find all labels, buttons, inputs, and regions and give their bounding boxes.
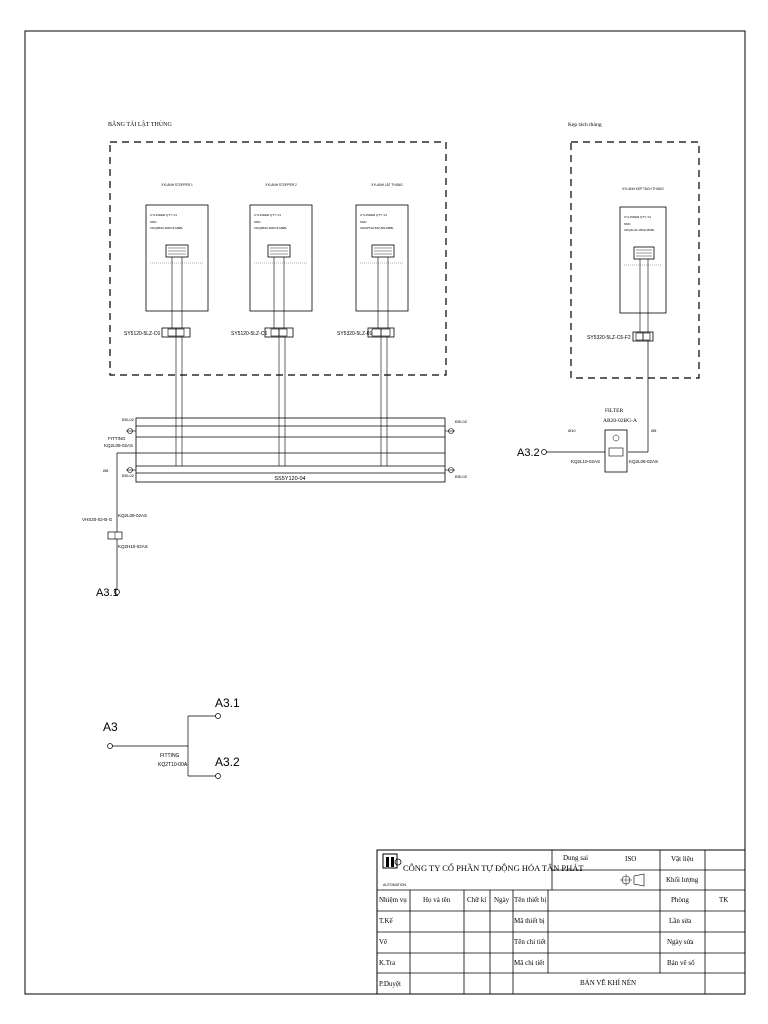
projection-symbol-icon [620, 873, 645, 887]
cylinder-frame [249, 204, 313, 312]
filter-model: AR20-02BG-A [603, 418, 637, 424]
svg-text:Dung sai: Dung sai [563, 854, 588, 862]
filter-supply-branch: A3.2 FILTER AR20-02BG-A Ø10 Ø8 KQ2L10-02… [517, 341, 658, 473]
port-size-label: Ø10 [568, 428, 576, 433]
fitting-label: FITTING [108, 436, 126, 441]
svg-text:T.Kế: T.Kế [379, 917, 394, 925]
svg-text:Chữ kí: Chữ kí [467, 896, 486, 904]
cylinder-spec-brand: SMC [150, 220, 158, 224]
svg-text:Nhiệm vụ: Nhiệm vụ [379, 896, 407, 904]
dashed-box-kep-tach [570, 141, 700, 379]
cylinder-spec-qty: CYLINDER QTY: 01 [254, 213, 281, 217]
svg-text:TK: TK [719, 896, 728, 904]
cylinder-spec-qty: CYLINDER QTY: 01 [360, 213, 387, 217]
fitting-model: KQ2L08-02AS [104, 443, 133, 448]
svg-text:Ngày: Ngày [494, 896, 510, 904]
cylinder-spec-model: CDM2T32-50Z-M9-M9BL [360, 226, 394, 230]
source-label: A3.2 [215, 755, 240, 769]
source-label: A3.1 [215, 696, 240, 710]
fitting-model: KQ2H10-02AS [118, 544, 148, 549]
air-source-icon [541, 449, 547, 455]
company-logo [382, 853, 398, 869]
svg-text:Khối lượng: Khối lượng [666, 876, 699, 884]
valve-model-label: SY5320-5LZ-C6-F2 [587, 335, 631, 341]
port-size-label: Ø8 [651, 428, 657, 433]
air-source-icon [114, 589, 120, 595]
svg-text:P.Duyệt: P.Duyệt [379, 980, 401, 988]
cylinder-frame [355, 204, 409, 312]
bsl-label: BSL02 [455, 474, 468, 479]
bsl-label: BSL02 [122, 417, 135, 422]
svg-text:Tên chi tiết: Tên chi tiết [514, 938, 546, 946]
valve-manifold: BSL02 BSL02 BSL02 BSL02 SS5Y120-04 FITTI… [103, 337, 468, 483]
cylinder-unit-stopper-1: XYLANH STOPPER 1 CYLINDER QTY: 01 SMC CD… [124, 183, 209, 338]
cylinder-title: XYLANH LẬT THÙNG [371, 182, 403, 187]
cylinder-spec-model: CDQ2B32-30DCZ-M9BL [254, 226, 287, 230]
svg-text:Phòng: Phòng [671, 896, 689, 904]
cylinder-frame [619, 206, 667, 314]
cylinder-spec-qty: CYLINDER QTY: 01 [624, 215, 651, 219]
cylinder-spec-brand: SMC [624, 222, 632, 226]
svg-text:Vẽ: Vẽ [379, 938, 387, 946]
cylinder-unit-kep-tach: XYLANH KẸP TÁCH THÙNG CYLINDER QTY: 01 S… [587, 186, 667, 342]
cylinder-spec-brand: SMC [360, 220, 368, 224]
filter-regulator [604, 429, 628, 473]
svg-text:Tên thiết bị: Tên thiết bị [514, 896, 546, 904]
svg-text:Mã thiết bị: Mã thiết bị [514, 917, 545, 925]
port-size-label: Ø8 [103, 468, 109, 473]
manifold-body [135, 417, 446, 483]
svg-text:Ngày sửa: Ngày sửa [667, 938, 694, 946]
fitting-model: KQ2L08-02AS [118, 513, 147, 518]
cylinder-spec-brand: SMC [254, 220, 262, 224]
fitting-model: KQ2T10-00A [158, 762, 188, 768]
group-label-bang-tai: BĂNG TẢI LẬT THÙNG [108, 120, 172, 128]
source-label: A3.1 [96, 587, 119, 599]
cylinder-spec-qty: CYLINDER QTY: 01 [150, 213, 177, 217]
svg-text:Bản vẽ số: Bản vẽ số [667, 959, 695, 967]
cylinder-spec-model: CDQ2L20-15DZ-M9BL [624, 228, 655, 232]
manifold-model: SS5Y120-04 [274, 476, 305, 482]
main-supply-tee: A3 A3.1 A3.2 FITTING KQ2T10-00A [103, 696, 240, 779]
valve-model-label: SY5120-5LZ-C6 [124, 331, 160, 337]
valve-model-label: VHS20-02-B-G [82, 517, 113, 522]
source-label: A3 [103, 720, 118, 734]
bsl-label: BSL02 [122, 473, 135, 478]
title-block: AUTOMATION CÔNG TY CỔ PHẦN TỰ ĐỘNG HÓA T… [376, 849, 746, 995]
cylinder-frame [145, 204, 209, 312]
cylinder-unit-lat-thung: XYLANH LẬT THÙNG CYLINDER QTY: 01 SMC CD… [337, 182, 409, 338]
cylinder-spec-model: CDQ2B32-30DCZ-M9BL [150, 226, 183, 230]
dashed-box-bang-tai [109, 141, 447, 376]
cylinder-title: XYLANH STOPPER 2 [265, 183, 297, 187]
fitting-model: KQ2L08-02AS [629, 459, 658, 464]
cylinder-title: XYLANH KẸP TÁCH THÙNG [622, 186, 664, 191]
air-source-icon [215, 773, 221, 779]
gauge-icon [612, 434, 620, 442]
company-name: CÔNG TY CỔ PHẦN TỰ ĐỘNG HÓA TÂN PHÁT [403, 863, 584, 873]
filter-label: FILTER [605, 408, 623, 414]
svg-text:Vật liệu: Vật liệu [671, 855, 694, 863]
air-source-icon [215, 713, 221, 719]
cylinder-title: XYLANH STOPPER 1 [161, 183, 193, 187]
fitting-model: KQ2L10-02AS [571, 459, 600, 464]
bsl-label: BSL02 [455, 419, 468, 424]
air-source-icon [107, 743, 113, 749]
left-supply-branch: VHS20-02-B-G KQ2L08-02AS KQ2H10-02AS A3.… [82, 452, 148, 599]
valve-model-label: SY5320-5LZ-01 [337, 331, 373, 337]
logo-subtext: AUTOMATION [383, 883, 406, 887]
fitting-label: FITTING [160, 753, 180, 759]
source-label: A3.2 [517, 447, 540, 459]
svg-text:K.Tra: K.Tra [379, 959, 396, 967]
cylinder-unit-stopper-2: XYLANH STOPPER 2 CYLINDER QTY: 01 SMC CD… [231, 183, 313, 338]
svg-text:ISO: ISO [625, 855, 636, 863]
svg-text:Họ và tên: Họ và tên [423, 896, 451, 904]
valve-model-label: SY5120-5LZ-C6 [231, 331, 267, 337]
svg-text:Lần sửa: Lần sửa [669, 917, 692, 925]
group-label-kep-tach: Kẹp tách thùng [568, 122, 602, 128]
svg-text:Mã chi tiết: Mã chi tiết [514, 959, 544, 967]
drawing-title: BẢN VẼ KHÍ NÉN [580, 979, 636, 987]
